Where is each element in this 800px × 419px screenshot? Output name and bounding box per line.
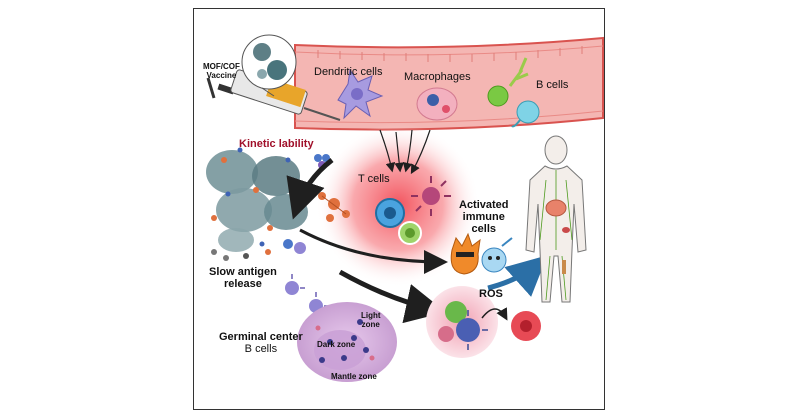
recruitment-arrows [379, 129, 431, 175]
ros-region [426, 286, 541, 358]
slow-release-line2: release [223, 278, 262, 291]
activated-cell-orange [450, 232, 481, 275]
b-cells-label: B cells [536, 79, 569, 91]
light-zone-line2: zone [361, 319, 380, 329]
germinal-center-label: Germinal center B cells [219, 331, 303, 355]
dark-zone-label: Dark zone [317, 340, 356, 349]
released-antigen-dots [211, 239, 306, 261]
activated-line1: Activated [459, 199, 509, 211]
activated-immune-cells-label: Activated immune cells [459, 199, 509, 235]
ros-label: ROS [479, 288, 503, 300]
activated-cell-blue [481, 237, 513, 273]
teal-cell-in-vessel [511, 100, 540, 128]
light-zone-line1: Light [361, 311, 381, 320]
activated-line3: cells [471, 223, 496, 236]
kinetic-lability-label: Kinetic lability [239, 138, 314, 150]
dendritic-activated-icon [411, 176, 451, 216]
germinal-center [297, 302, 397, 382]
t-cell-icon [375, 198, 405, 228]
germinal-arrow [338, 269, 446, 324]
vaccine-label: MOF/COF Vaccine [203, 62, 240, 81]
germinal-line2: B cells [244, 343, 278, 356]
slow-release-line1: Slow antigen [209, 266, 277, 278]
activation-arrow [299, 228, 448, 274]
vaccine-zoom-bubble [241, 34, 297, 97]
vaccine-label-line1: MOF/COF [203, 62, 240, 71]
dendritic-cells-label: Dendritic cells [314, 66, 383, 78]
dendritic-cell-in-vessel [337, 68, 384, 120]
germinal-line1: Germinal center [219, 331, 303, 343]
kinetic-arrow [286, 158, 334, 220]
light-zone-label: Light zone [361, 311, 381, 330]
systemic-arrow [487, 255, 548, 297]
mantle-zone-label: Mantle zone [331, 372, 377, 381]
activated-line2: immune [462, 211, 505, 224]
slow-antigen-release-label: Slow antigen release [209, 266, 277, 290]
green-cell-icon [398, 221, 422, 245]
vaccine-label-line2: Vaccine [206, 70, 237, 80]
macrophages-label: Macrophages [404, 71, 471, 83]
macrophage-in-vessel [416, 87, 458, 121]
human-body-silhouette [525, 135, 587, 303]
b-cell-in-vessel [487, 57, 529, 107]
t-cells-label: T cells [358, 173, 390, 185]
